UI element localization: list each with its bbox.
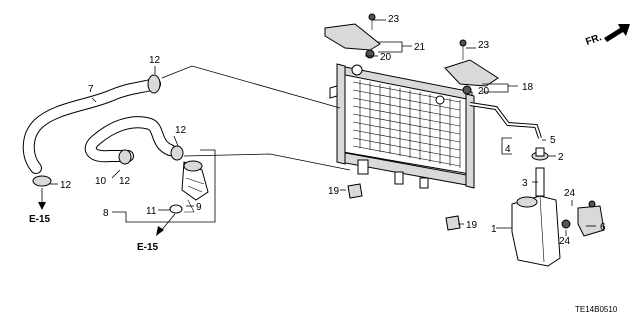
front-direction-arrow [604, 24, 630, 42]
callout-3: 3 [522, 178, 528, 189]
reference-e15-left: E-15 [29, 214, 51, 225]
reference-e15-bottom: E-15 [137, 242, 159, 253]
hose-clamp-left [32, 175, 52, 187]
thermostat [184, 199, 195, 213]
upper-bracket-right [444, 39, 499, 95]
callout-24-bottom: 24 [559, 236, 571, 247]
callout-2: 2 [558, 152, 564, 163]
lower-hose [84, 116, 176, 163]
water-outlet [181, 160, 209, 201]
upper-bracket-left [324, 13, 381, 59]
radiator [329, 63, 475, 189]
diagram-code: TE14B0510 [575, 305, 618, 314]
reserve-tank-cap [531, 147, 549, 161]
front-direction-label: FR. [584, 32, 603, 48]
callout-1: 1 [491, 224, 497, 235]
callout-5: 5 [550, 135, 556, 146]
callout-12-right: 12 [175, 125, 187, 136]
callout-4: 4 [505, 144, 511, 155]
callout-23-left: 23 [388, 14, 400, 25]
callout-10: 10 [95, 176, 107, 187]
callout-11: 11 [146, 206, 157, 217]
callout-12-mid: 12 [119, 176, 131, 187]
leader-lines [38, 19, 596, 236]
callout-20-left: 20 [380, 52, 392, 63]
callout-19-right: 19 [466, 220, 478, 231]
reserve-tank [511, 195, 561, 267]
callout-9: 9 [196, 202, 202, 213]
hose-clamp-lower-right [170, 145, 184, 161]
o-ring [169, 204, 183, 214]
callout-24-top: 24 [564, 188, 576, 199]
callout-12-left: 12 [60, 180, 72, 191]
upper-hose [22, 78, 161, 174]
overflow-tube [469, 102, 542, 139]
hose-clamp-upper [147, 74, 161, 94]
callout-19-left: 19 [328, 186, 340, 197]
lower-cushion-right [445, 215, 461, 231]
callout-6: 6 [600, 222, 606, 233]
tank-bracket [561, 200, 605, 237]
callout-23-right: 23 [478, 40, 490, 51]
callout-7: 7 [88, 84, 94, 95]
callout-21: 21 [414, 42, 426, 53]
lower-cushion-left [347, 183, 363, 199]
callout-8: 8 [103, 208, 109, 219]
callout-20-right: 20 [478, 86, 490, 97]
callout-18: 18 [522, 82, 534, 93]
hose-clamp-lower-left [118, 149, 132, 165]
callout-12-top: 12 [149, 55, 161, 66]
